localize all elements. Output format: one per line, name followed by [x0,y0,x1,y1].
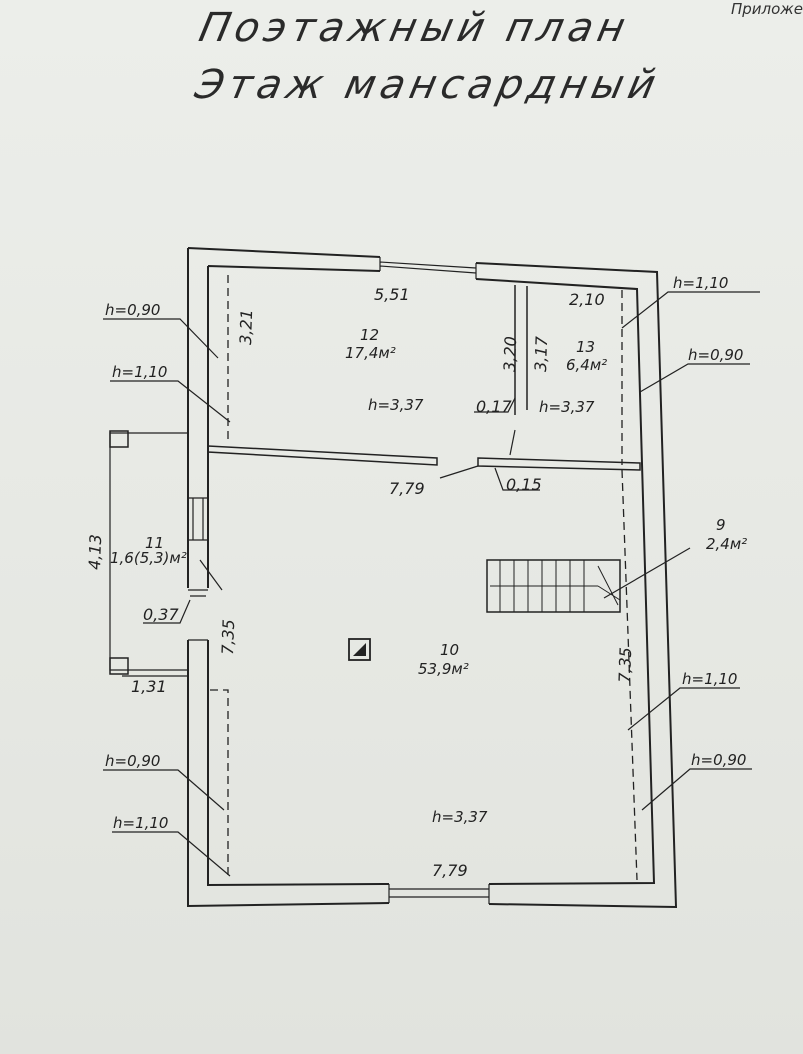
dim-partition-gap: 0,15 [506,475,542,494]
height-left-4: h=1,10 [113,814,168,832]
leader-037 [143,599,191,624]
outer-wall-outline [187,247,678,909]
dim-right-hall-height: 7,35 [615,647,635,683]
leader-right-3 [627,687,740,731]
leader-right-4 [641,768,752,811]
leader-015 [494,467,540,491]
room-13-number: 13 [576,338,595,356]
vertical-partition [514,285,528,415]
height-right-4: h=0,90 [691,751,746,769]
balcony-outline [109,432,188,671]
balcony-post-top [109,430,129,448]
partition-right [477,457,641,471]
height-right-1: h=1,10 [673,274,728,292]
height-left-1: h=0,90 [105,301,160,319]
leader-779 [439,465,479,479]
dim-balcony-depth: 0,37 [143,605,179,624]
room-12-number: 12 [360,326,379,344]
room-11-area: 1,6(5,3)м² [110,549,187,567]
room-12-area: 17,4м² [345,344,396,362]
dim-bottom-width: 7,79 [432,861,468,880]
leader-left-4 [112,831,231,877]
chimney-fill [353,643,366,656]
height-left-3: h=0,90 [105,752,160,770]
dim-door-gap: 0,17 [476,397,512,416]
room-10-height: h=3,37 [432,808,488,826]
height-left-2: h=1,10 [112,363,167,381]
chimney-symbol [348,638,371,661]
inner-wall-outline [207,265,656,887]
room-13-height: h=3,37 [539,398,595,416]
balcony-door [188,497,208,641]
dim-balcony-width: 1,31 [131,677,167,696]
corner-label: Приложе [730,0,803,18]
dim-left-hall-height: 7,35 [218,619,238,655]
leader-r11 [199,559,223,591]
door-swing [509,429,516,456]
dashed-line-left-bottom [210,689,229,878]
dim-left-room-height: 3,21 [236,309,256,345]
leader-stair [603,547,691,599]
room-11-number: 11 [145,534,164,552]
dashed-line-right [621,290,638,881]
dim-top-left-width: 5,51 [374,285,410,304]
room-12-height: h=3,37 [368,396,424,414]
balcony-post-bottom [109,657,129,675]
horizontal-partition [207,445,438,466]
leader-left-1 [103,318,219,359]
staircase [486,559,621,613]
dim-partition-a: 3,20 [500,336,520,372]
dim-partition-b: 3,17 [531,335,551,372]
room-9-area: 2,4м² [706,535,747,553]
room-13-area: 6,4м² [566,356,607,374]
dim-balcony-height: 4,13 [85,534,105,570]
room-9-number: 9 [716,516,726,534]
room-10-number: 10 [440,641,459,659]
room-10-area: 53,9м² [418,660,469,678]
leader-left-2 [110,380,231,423]
height-right-2: h=0,90 [688,346,743,364]
leader-right-2 [639,363,750,393]
bottom-window [388,884,490,904]
top-window [379,257,477,279]
leader-017 [474,397,516,413]
stair-arrow [490,565,621,606]
leader-right-1 [621,291,760,329]
dim-top-right-width: 2,10 [569,290,605,309]
dim-main-width: 7,79 [389,479,425,498]
height-right-3: h=1,10 [682,670,737,688]
leader-left-3 [103,769,225,811]
